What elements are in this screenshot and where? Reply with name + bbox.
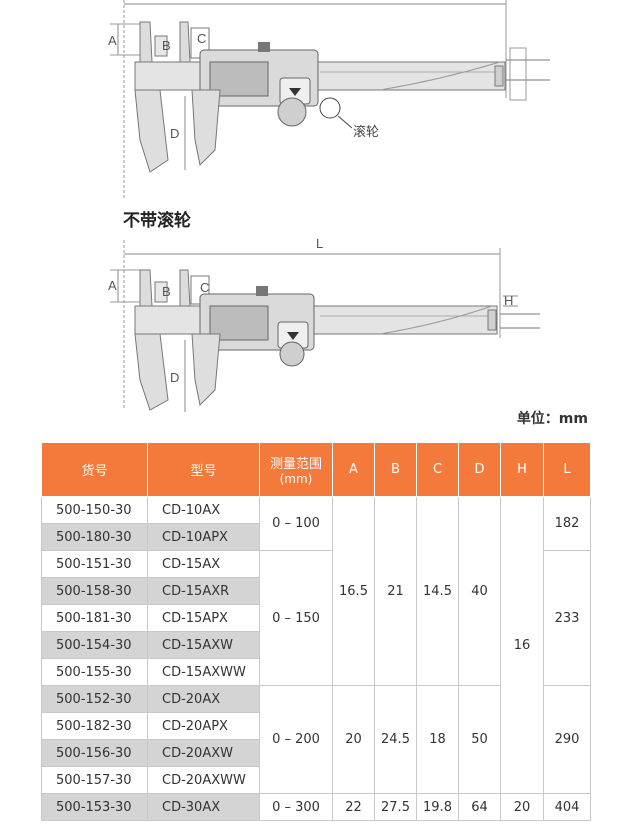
caliper-diagram-no-roller: L A B C H D [108,236,540,412]
cell-part: 500-181-30 [41,604,148,632]
cell-c: 19.8 [416,793,459,821]
roller-callout: 滚轮 [353,124,379,140]
cell-model: CD-20AXWW [147,766,260,794]
cell-model: CD-15AX [147,550,260,578]
header-l: L [543,442,591,497]
cell-part: 500-152-30 [41,685,148,713]
cell-part: 500-180-30 [41,523,148,551]
cell-model: CD-15APX [147,604,260,632]
cell-b: 24.5 [374,685,417,794]
cell-range: 0 – 100 [259,496,333,551]
table-row: 500-150-30 CD-10AX 0 – 100 16.5 21 14.5 … [41,496,591,794]
dim-label-c: C [197,31,206,46]
dim-label-a: A [108,33,117,48]
header-d: D [458,442,501,497]
table-row: 500-152-30 CD-20AX 0 – 200 20 24.5 18 50… [41,685,591,794]
cell-b: 21 [374,496,417,686]
cell-part: 500-156-30 [41,739,148,767]
table-row: 500-155-30 CD-15AXWW [41,658,591,686]
cell-a: 16.5 [332,496,375,686]
cell-b: 27.5 [374,793,417,821]
cell-model: CD-15AXWW [147,658,260,686]
section-title-no-roller: 不带滚轮 [123,211,191,231]
dim-label-d-bottom: D [170,370,179,385]
cell-part: 500-154-30 [41,631,148,659]
table-row: 500-181-30 CD-15APX [41,604,591,632]
cell-l: 182 [543,496,591,551]
dim-label-b-bottom: B [162,284,171,299]
cell-d: 64 [458,793,501,821]
dim-label-a-bottom: A [108,278,117,293]
table-row: 500-154-30 CD-15AXW [41,631,591,659]
cell-c: 18 [416,685,459,794]
cell-part: 500-158-30 [41,577,148,605]
cell-model: CD-15AXW [147,631,260,659]
dim-label-h: H [504,293,513,308]
caliper-diagram-with-roller: A B C 滚轮 D [108,0,550,200]
cell-l: 404 [543,793,591,821]
table-row: 500-156-30 CD-20AXW [41,739,591,767]
cell-h: 20 [500,793,544,821]
dim-label-b: B [162,38,171,53]
cell-model: CD-10AX [147,496,260,524]
cell-part: 500-150-30 [41,496,148,524]
cell-part: 500-182-30 [41,712,148,740]
cell-model: CD-30AX [147,793,260,821]
unit-label: 单位：mm [516,411,588,427]
spec-table: 货号 型号 测量范围(mm) A B C D H L 500-150-30 CD… [41,442,591,821]
table-row: 500-153-30 CD-30AX 0 – 300 22 27.5 19.8 … [41,793,591,821]
header-c: C [416,442,459,497]
table-row: 500-180-30 CD-10APX [41,523,591,551]
dim-label-c-bottom: C [200,280,209,295]
table-row: 500-182-30 CD-20APX [41,712,591,740]
cell-l: 233 [543,550,591,686]
cell-model: CD-20AXW [147,739,260,767]
cell-model: CD-15AXR [147,577,260,605]
cell-c: 14.5 [416,496,459,686]
cell-d: 40 [458,496,501,686]
cell-part: 500-151-30 [41,550,148,578]
cell-a: 22 [332,793,375,821]
table-header-row: 货号 型号 测量范围(mm) A B C D H L [41,442,591,497]
cell-part: 500-155-30 [41,658,148,686]
cell-range: 0 – 300 [259,793,333,821]
cell-l: 290 [543,685,591,794]
cell-range: 0 – 150 [259,550,333,686]
dim-label-d: D [170,126,179,141]
table-row: 500-157-30 CD-20AXWW [41,766,591,794]
dim-label-l: L [316,236,323,251]
header-part-no: 货号 [41,442,148,497]
header-model: 型号 [147,442,260,497]
cell-part: 500-157-30 [41,766,148,794]
header-h: H [500,442,544,497]
cell-model: CD-20AX [147,685,260,713]
cell-h: 16 [500,496,544,794]
cell-part: 500-153-30 [41,793,148,821]
cell-d: 50 [458,685,501,794]
header-range: 测量范围(mm) [259,442,333,497]
cell-model: CD-10APX [147,523,260,551]
header-a: A [332,442,375,497]
cell-range: 0 – 200 [259,685,333,794]
header-b: B [374,442,417,497]
table-row: 500-151-30 CD-15AX 0 – 150 233 [41,550,591,686]
cell-a: 20 [332,685,375,794]
cell-model: CD-20APX [147,712,260,740]
